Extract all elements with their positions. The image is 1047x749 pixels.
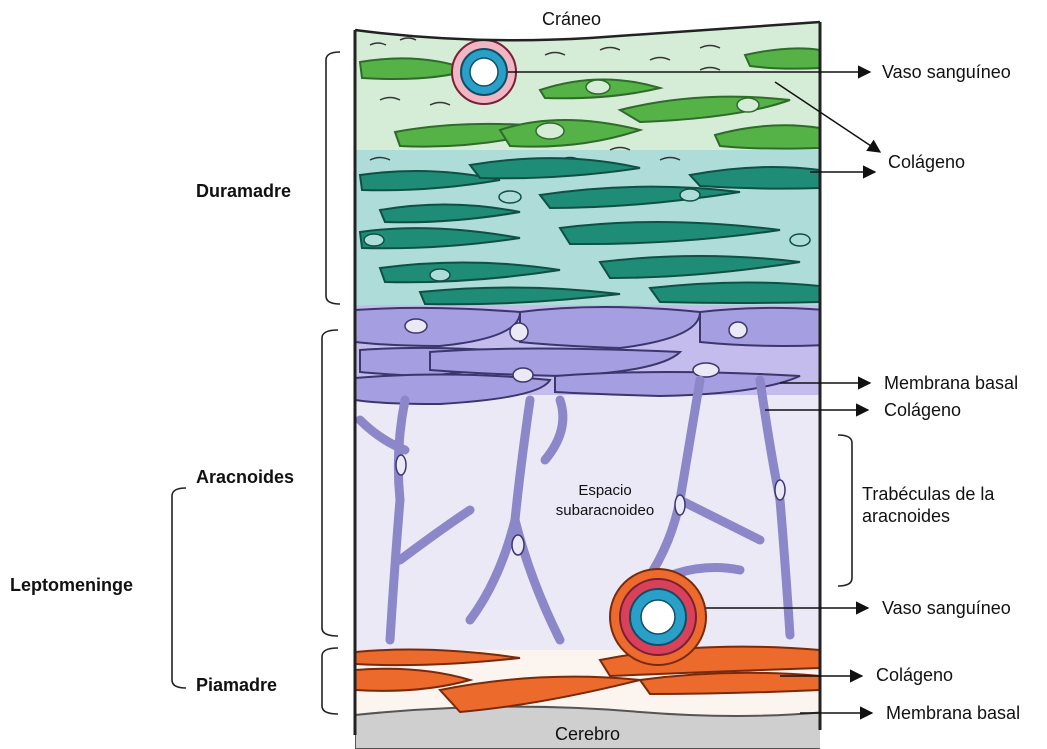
subarachnoid-blood-vessel <box>610 569 706 665</box>
label-collagen-mid: Colágeno <box>884 400 961 422</box>
label-collagen-top: Colágeno <box>888 152 965 174</box>
label-vessel-bottom: Vaso sanguíneo <box>882 598 1011 620</box>
tissue-panel <box>355 20 825 749</box>
pia-bracket <box>322 648 338 714</box>
label-arachnoid: Aracnoides <box>196 467 294 489</box>
label-brain: Cerebro <box>555 724 620 746</box>
label-collagen-bottom: Colágeno <box>876 665 953 687</box>
dura-bracket <box>326 52 340 304</box>
label-dura-mater: Duramadre <box>196 181 291 203</box>
label-subarachnoid-space: Espacio subaracnoideo <box>540 481 670 520</box>
trabeculae-bracket <box>838 435 852 586</box>
label-vessel-top: Vaso sanguíneo <box>882 62 1011 84</box>
label-basal-membrane-bottom: Membrana basal <box>886 703 1020 725</box>
label-trabeculae-line1: Trabéculas de la <box>862 484 994 504</box>
label-subarachnoid-line1: Espacio <box>578 482 631 499</box>
label-basal-membrane-mid: Membrana basal <box>884 373 1018 395</box>
label-subarachnoid-line2: subaracnoideo <box>556 502 654 519</box>
label-trabeculae: Trabéculas de la aracnoides <box>862 484 994 527</box>
label-trabeculae-line2: aracnoides <box>862 506 950 526</box>
dura-blood-vessel <box>452 40 516 104</box>
leptomeninge-bracket <box>172 488 186 688</box>
label-skull: Cráneo <box>542 9 601 31</box>
arachnoid-bracket <box>322 330 338 636</box>
label-leptomeninge: Leptomeninge <box>10 575 133 597</box>
label-pia-mater: Piamadre <box>196 675 277 697</box>
subarachnoid-space <box>355 395 825 655</box>
